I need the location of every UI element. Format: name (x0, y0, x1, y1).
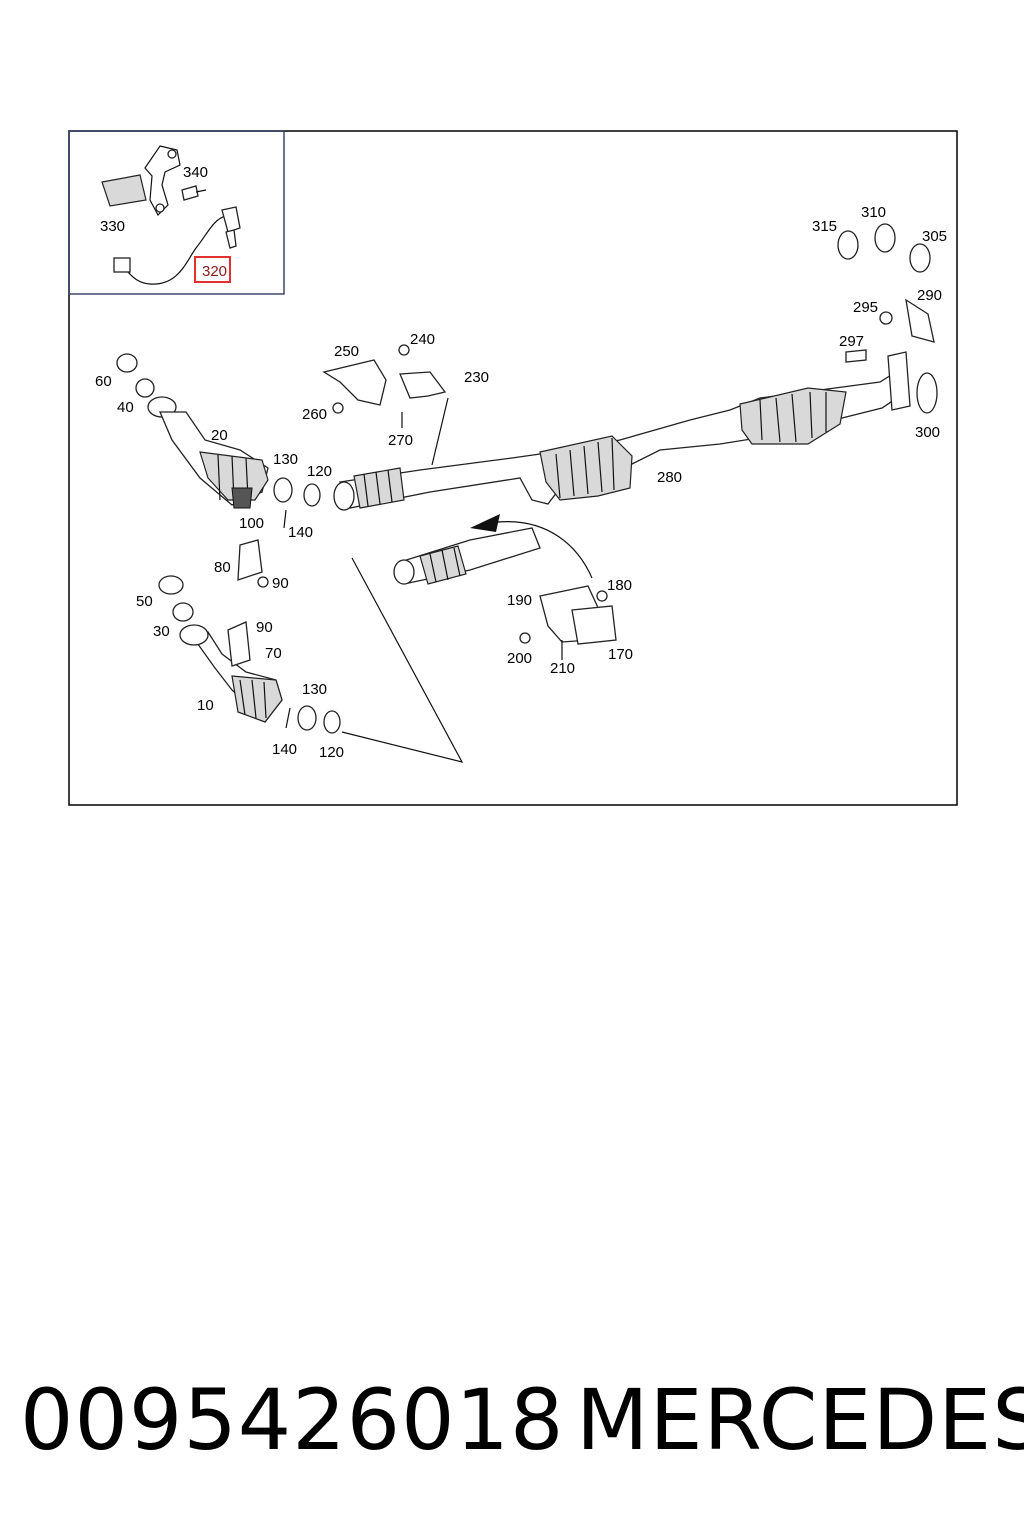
callout-120-upper: 120 (307, 463, 332, 480)
rings (116, 223, 938, 734)
brand-name: MERCEDES (576, 1371, 1024, 1469)
oxygen-sensor-cable (119, 215, 227, 285)
callout-10: 10 (197, 697, 214, 714)
caption-bar: 0095426018 MERCEDES (0, 1365, 1024, 1475)
callout-230: 230 (464, 369, 489, 386)
callout-140-lower: 140 (272, 741, 297, 758)
callout-300: 300 (915, 424, 940, 441)
callout-90-upper: 90 (272, 575, 289, 592)
main-pipe-280 (333, 351, 911, 511)
diagram-frame (68, 130, 958, 806)
callout-80: 80 (214, 559, 231, 576)
callout-120-lower: 120 (319, 744, 344, 761)
callout-270: 270 (388, 432, 413, 449)
inset-sensor-assembly (101, 145, 241, 285)
callout-50: 50 (136, 593, 153, 610)
callout-130-upper: 130 (273, 451, 298, 468)
callout-90-lower: 90 (256, 619, 273, 636)
callout-310: 310 (861, 204, 886, 221)
callout-315: 315 (812, 218, 837, 235)
callout-130-lower: 130 (302, 681, 327, 698)
brackets (227, 298, 935, 729)
callout-297: 297 (839, 333, 864, 350)
reference-lines (341, 557, 464, 763)
callout-190: 190 (507, 592, 532, 609)
callout-340: 340 (183, 164, 208, 181)
callout-170: 170 (608, 646, 633, 663)
callout-320: 320 (202, 263, 227, 280)
callout-280: 280 (657, 469, 682, 486)
callout-240: 240 (410, 331, 435, 348)
callout-250: 250 (334, 343, 359, 360)
callout-labels: 10 20 30 40 50 60 70 80 90 90 100 120 12… (95, 164, 947, 761)
callout-210: 210 (550, 660, 575, 677)
callout-290: 290 (917, 287, 942, 304)
callout-305: 305 (922, 228, 947, 245)
rear-catalyst-20 (147, 396, 269, 509)
callout-140-upper: 140 (288, 524, 313, 541)
front-catalyst-10 (179, 624, 283, 723)
callout-60: 60 (95, 373, 112, 390)
callout-70: 70 (265, 645, 282, 662)
assembly-arrow (497, 521, 593, 579)
part-number: 0095426018 (20, 1371, 565, 1469)
callout-330: 330 (100, 218, 125, 235)
callout-180: 180 (607, 577, 632, 594)
callout-295: 295 (853, 299, 878, 316)
callout-260: 260 (302, 406, 327, 423)
exhaust-system-diagram: 10 20 30 40 50 60 70 80 90 90 100 120 12… (68, 130, 958, 806)
highlight-box (194, 256, 231, 283)
callout-20: 20 (211, 427, 228, 444)
callout-30: 30 (153, 623, 170, 640)
rear-pipe-section (393, 514, 593, 585)
callout-200: 200 (507, 650, 532, 667)
callout-100: 100 (239, 515, 264, 532)
callout-40: 40 (117, 399, 134, 416)
inset-frame (68, 130, 285, 295)
